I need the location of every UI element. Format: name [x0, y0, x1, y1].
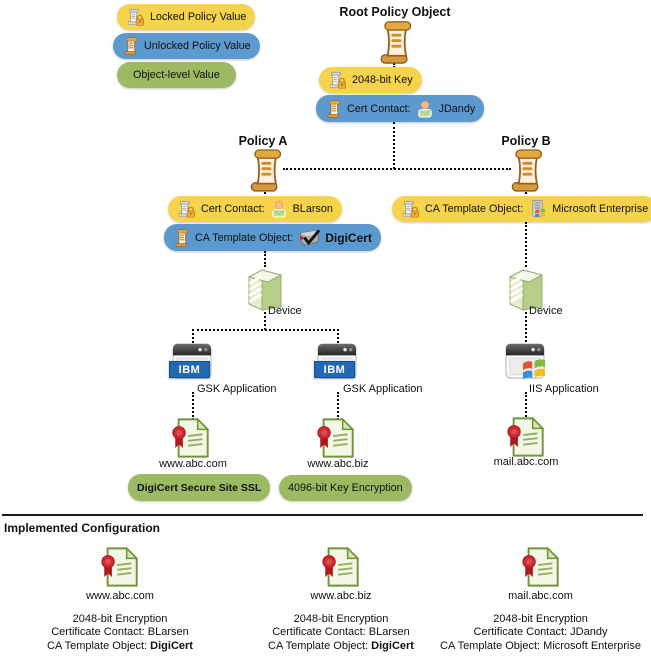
cert-contact-prefix: Cert Contact: — [347, 102, 411, 115]
ca-template-name: DigiCert — [325, 230, 372, 245]
microsoft-enterprise-icon — [528, 199, 547, 220]
legend-item-object-level: Object-level Value — [117, 62, 236, 88]
connector — [337, 329, 339, 347]
ca-template-prefix: CA Template Object: — [425, 203, 524, 215]
policy-a-title: Policy A — [238, 134, 288, 148]
root-cert-contact-pill: Cert Contact: JDandy — [316, 95, 485, 122]
ca-template-prefix: CA Template Object: — [195, 231, 294, 244]
template-prefix: CA Template Object: — [47, 639, 151, 652]
certificate-domain-label: www.abc.com — [159, 458, 227, 470]
cert-contact-name: JDandy — [438, 102, 476, 115]
certificate-icon — [315, 417, 357, 459]
template-name: DigiCert — [371, 639, 414, 652]
connector — [525, 192, 527, 198]
legend-label: Unlocked Policy Value — [144, 40, 251, 52]
contact-line: Certificate Contact: BLarsen — [51, 626, 189, 638]
implemented-configuration-heading: Implemented Configuration — [4, 521, 160, 535]
legend-item-unlocked: Unlocked Policy Value — [113, 33, 260, 59]
policy-a-cert-contact-pill: Cert Contact: BLarson — [168, 196, 342, 222]
certificate-domain-label: www.abc.biz — [310, 590, 372, 602]
contact-line: Certificate Contact: JDandy — [473, 626, 608, 638]
certificate-domain-label: www.abc.com — [86, 590, 154, 602]
unlocked-scroll-icon — [173, 229, 190, 247]
legend-label: Locked Policy Value — [150, 11, 247, 23]
certificate-domain-label: mail.abc.com — [493, 456, 559, 468]
connector — [264, 192, 266, 198]
unlocked-scroll-icon — [325, 100, 342, 118]
template-prefix: CA Template Object: — [440, 639, 544, 652]
connector — [264, 251, 266, 267]
person-icon — [270, 200, 288, 218]
legend-item-locked: Locked Policy Value — [117, 4, 256, 30]
encryption-line: 2048-bit Encryption — [72, 612, 168, 625]
certificate-icon — [505, 416, 547, 458]
object-value-pill: 4096-bit Key Encryption — [279, 475, 412, 501]
encryption-line: 2048-bit Encryption — [493, 612, 588, 625]
device-label: Device — [268, 305, 302, 317]
legend-label: Object-level Value — [133, 69, 220, 81]
connector — [192, 392, 194, 420]
policy-a-ca-template-pill: CA Template Object: DigiCert — [164, 224, 381, 251]
section-divider — [2, 514, 643, 516]
locked-scroll-icon — [401, 200, 420, 219]
root-key-pill: 2048-bit Key — [319, 67, 422, 93]
connector — [393, 60, 395, 68]
connector — [192, 329, 194, 347]
policy-a-scroll-icon — [245, 148, 285, 192]
template-name: DigiCert — [150, 639, 193, 652]
implemented-column: mail.abc.com 2048-bit Encryption Certifi… — [430, 546, 651, 653]
encryption-line: 2048-bit Encryption — [293, 612, 389, 625]
iis-application-label: IIS Application — [529, 383, 599, 395]
implemented-column: www.abc.biz 2048-bit Encryption Certific… — [221, 546, 461, 653]
connector — [337, 392, 339, 420]
gsk-application-label: GSK Application — [197, 383, 277, 395]
certificate-domain-label: mail.abc.com — [508, 590, 573, 602]
connector — [192, 329, 339, 331]
person-icon — [416, 100, 434, 118]
device-label: Device — [529, 305, 563, 317]
gsk-application-label: GSK Application — [343, 383, 423, 395]
policy-b-scroll-icon — [506, 148, 546, 192]
root-scroll-icon — [374, 20, 416, 64]
key-size-label: 2048-bit Key — [352, 74, 413, 86]
policy-b-ca-template-pill: CA Template Object: Microsoft Enterprise — [392, 196, 651, 222]
cert-contact-name: BLarson — [292, 203, 333, 215]
connector — [264, 308, 266, 330]
connector — [283, 168, 511, 170]
template-line: CA Template Object: DigiCert — [47, 640, 193, 654]
template-name: Microsoft Enterprise — [543, 639, 641, 652]
connector — [525, 222, 527, 267]
certificate-icon — [320, 546, 362, 588]
object-value-pill: DigiCert Secure Site SSL — [128, 474, 271, 501]
contact-line: Certificate Contact: BLarsen — [272, 626, 410, 638]
root-policy-title: Root Policy Object — [339, 5, 451, 19]
windows-logo-icon — [520, 356, 548, 384]
cert-contact-prefix: Cert Contact: — [201, 203, 265, 215]
digicert-logo-icon — [298, 228, 320, 247]
policy-b-title: Policy B — [501, 134, 551, 148]
connector — [393, 122, 395, 169]
template-line: CA Template Object: DigiCert — [268, 640, 414, 654]
ibm-badge: IBM — [169, 361, 210, 378]
locked-scroll-icon — [328, 71, 347, 90]
certificate-icon — [170, 417, 212, 459]
implemented-column: www.abc.com 2048-bit Encryption Certific… — [0, 546, 240, 653]
template-prefix: CA Template Object: — [268, 639, 372, 652]
ca-template-name: Microsoft Enterprise — [552, 203, 649, 215]
template-line: CA Template Object: Microsoft Enterprise — [440, 640, 641, 654]
certificate-domain-label: www.abc.biz — [307, 458, 369, 470]
ibm-badge: IBM — [314, 361, 355, 378]
locked-scroll-icon — [126, 8, 145, 27]
certificate-icon — [99, 546, 141, 588]
locked-scroll-icon — [177, 200, 196, 219]
unlocked-scroll-icon — [122, 37, 139, 55]
certificate-icon — [520, 546, 562, 588]
connector — [525, 308, 527, 346]
connector — [525, 392, 527, 420]
